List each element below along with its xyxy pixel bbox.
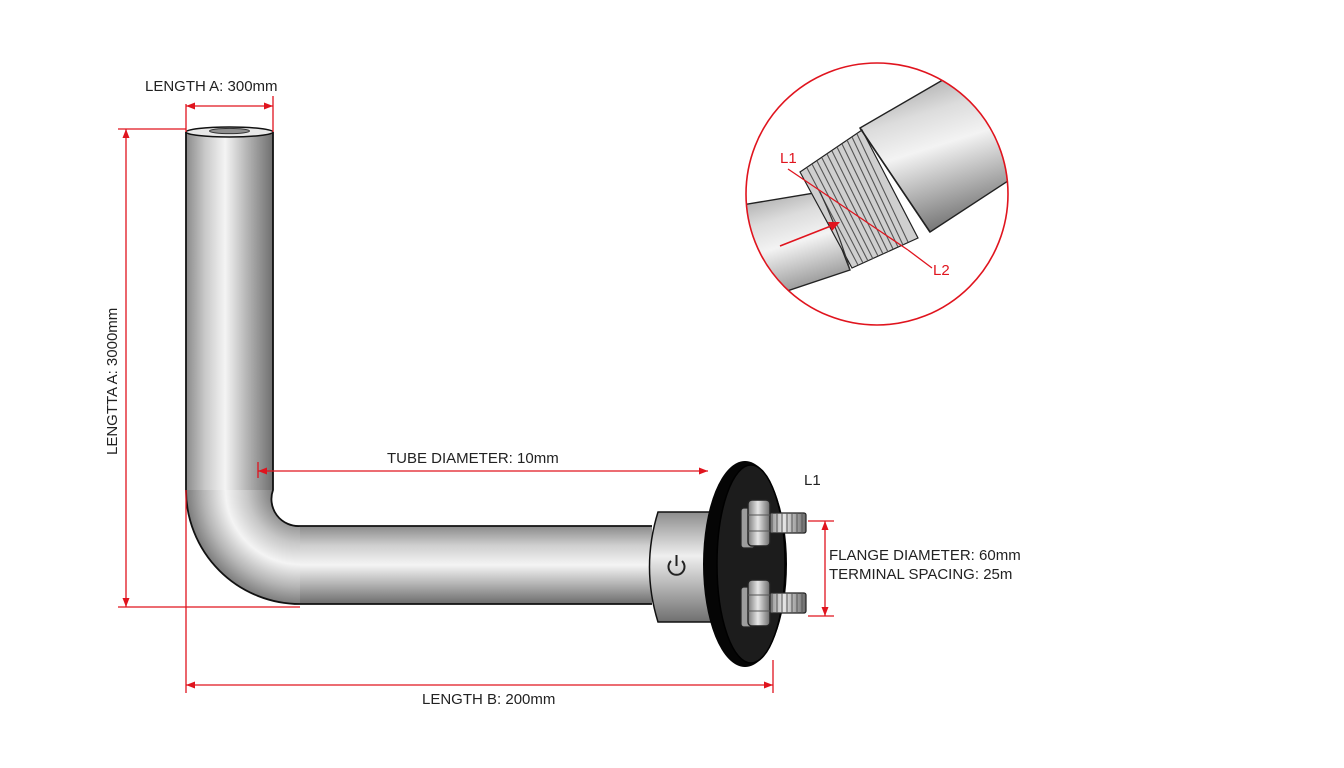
- terminal-upper-nut: [747, 499, 771, 547]
- heating-tube: [185, 126, 652, 605]
- detail-l2-leader: [907, 249, 933, 269]
- tube-bore: [209, 127, 250, 135]
- detail-tube-end: [819, 191, 851, 271]
- detail-shoulder: [859, 127, 931, 233]
- power-icon: [667, 555, 686, 576]
- tube-vertical-section: [186, 132, 273, 490]
- length-a-side-label: LENGTTA A: 3000mm: [104, 308, 121, 455]
- flange-diameter-label: FLANGE DIAMETER: 60mm: [829, 547, 1021, 564]
- detail-l1-leader: [787, 168, 909, 251]
- terminal-upper: [740, 499, 807, 549]
- detail-threads: [806, 133, 909, 266]
- detail-threaded-section: [799, 129, 919, 269]
- terminal-spacing-label: TERMINAL SPACING: 25m: [829, 566, 1012, 583]
- terminal-lower: [740, 579, 807, 628]
- length-a-top-label: LENGTH A: 300mm: [145, 78, 278, 95]
- dimension-lines: [118, 96, 834, 693]
- detail-arrow-shaft: [779, 223, 837, 247]
- detail-arrow-head: [828, 222, 840, 231]
- tube-horizontal-section: [300, 526, 652, 604]
- tube-outline: [185, 132, 652, 605]
- terminal-l1-label: L1: [804, 472, 821, 489]
- terminal-lower-nut: [747, 579, 771, 627]
- detail-l1-label: L1: [780, 150, 797, 167]
- tube-bend: [186, 490, 300, 604]
- tube-diameter-label: TUBE DIAMETER: 10mm: [387, 450, 559, 467]
- detail-circle-border: [745, 62, 1009, 326]
- detail-l2-label: L2: [933, 262, 950, 279]
- length-b-label: LENGTH B: 200mm: [422, 691, 555, 708]
- flange-assembly: [648, 461, 807, 667]
- detail-view: L1 L2: [745, 62, 1009, 326]
- flange-face: [716, 464, 786, 664]
